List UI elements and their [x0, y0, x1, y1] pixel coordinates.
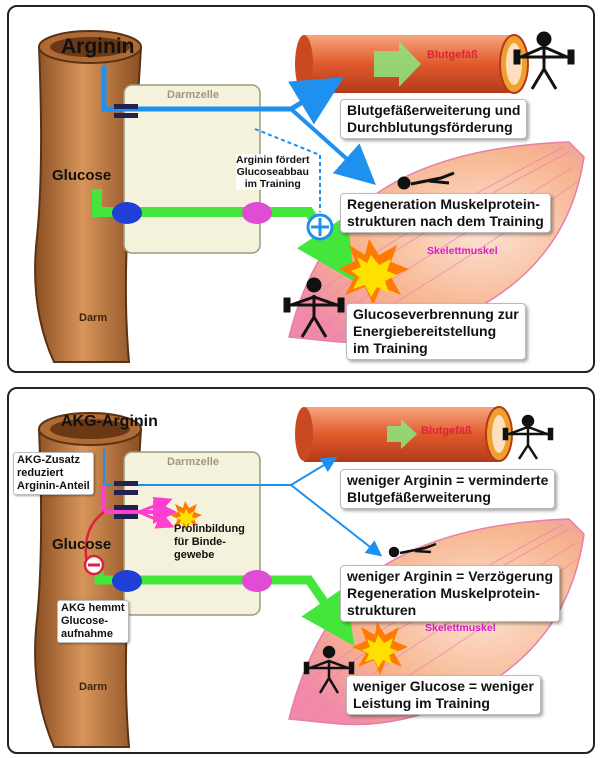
- glucose-transporter-right: [242, 202, 272, 224]
- label-darm: Darm: [79, 681, 108, 693]
- explosion-icon: [352, 622, 408, 675]
- glucose-transporter-right: [242, 570, 272, 592]
- callout-glucose-burn: weniger Glucose = weniger Leistung im Tr…: [346, 675, 541, 715]
- callout-vessel: Blutgefäßerweiterung und Durchblutungsfö…: [340, 99, 528, 139]
- panel-arginin: Arginin Glucose Darmzelle Darm Blutgefäß…: [7, 5, 595, 373]
- label-skelettmuskel: Skelettmuskel: [427, 245, 498, 257]
- channel-icon: [114, 104, 138, 118]
- label-glucose: Glucose: [52, 167, 112, 184]
- label-arginin: Arginin: [61, 35, 135, 58]
- intestinal-cell: [123, 451, 261, 616]
- arginine-path: [103, 449, 383, 557]
- label-darmzelle: Darmzelle: [167, 456, 219, 468]
- label-darmzelle: Darmzelle: [167, 89, 219, 101]
- arginine-path: [101, 65, 376, 212]
- blood-vessel: [295, 406, 513, 462]
- label-glucose: Glucose: [52, 536, 112, 553]
- scene-top: [34, 30, 585, 363]
- intestine-tube: [34, 30, 143, 363]
- akg-zusatz-note: AKG-Zusatz reduziert Arginin-Anteil: [13, 452, 94, 495]
- prolin-note: Prolinbildung für Binde- gewebe: [174, 523, 245, 561]
- weightlifter-icon: [303, 645, 355, 694]
- blood-vessel: [295, 34, 529, 94]
- arginin-note: Arginin fördert Glucoseabbau im Training: [236, 154, 310, 190]
- lying-person-icon: [397, 171, 455, 190]
- plus-circle-icon: [306, 213, 334, 241]
- minus-circle-icon: [83, 554, 105, 576]
- callout-regeneration: Regeneration Muskelprotein- strukturen n…: [340, 193, 551, 233]
- explosion-icon: [339, 239, 409, 305]
- label-blutgefaess: Blutgefäß: [427, 49, 478, 61]
- weightlifter-icon: [513, 31, 575, 90]
- callout-regeneration: weniger Arginin = Verzögerung Regenerati…: [340, 565, 561, 622]
- label-akg-arginin: AKG-Arginin: [61, 413, 158, 430]
- glucose-transporter-left: [112, 570, 142, 592]
- akg-path: [102, 485, 177, 529]
- panel-akg-arginin: AKG-Arginin Glucose Darmzelle Darm Blutg…: [7, 387, 595, 754]
- callout-vessel: weniger Arginin = verminderte Blutgefäße…: [340, 469, 556, 509]
- label-darm: Darm: [79, 312, 108, 324]
- label-skelettmuskel: Skelettmuskel: [425, 622, 496, 634]
- label-blutgefaess: Blutgefäß: [421, 425, 472, 437]
- akg-hemmt-note: AKG hemmt Glucose- aufnahme: [57, 600, 129, 643]
- glucose-transporter-left: [112, 202, 142, 224]
- lying-person-icon: [388, 542, 437, 558]
- callout-glucose-burn: Glucoseverbrennung zur Energiebereitstel…: [346, 303, 526, 360]
- channel-icon: [114, 481, 138, 519]
- weightlifter-icon: [502, 414, 554, 460]
- weightlifter-icon: [283, 277, 345, 338]
- explosion-icon: [170, 501, 202, 531]
